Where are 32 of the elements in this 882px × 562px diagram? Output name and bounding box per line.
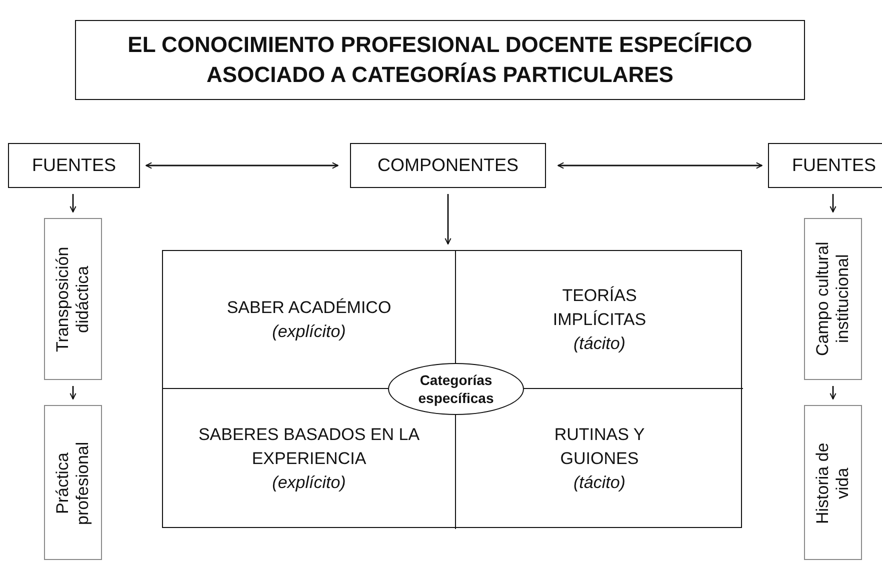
arrow [70, 194, 76, 212]
arrow [146, 162, 338, 169]
title: EL CONOCIMIENTO PROFESIONAL DOCENTE ESPECÍFICO ASOCIADO A CATEGORÍAS PARTICULARES [126, 31, 754, 89]
source-box [44, 405, 102, 560]
type-note: (explícito) [272, 472, 346, 494]
arrow [444, 194, 452, 244]
source-box [804, 218, 862, 380]
vertical-label: Historia de vida [813, 440, 853, 526]
vertical-label: Campo cultural institucional [813, 240, 853, 358]
arrow [558, 162, 762, 169]
label-box [768, 143, 882, 188]
source-box [44, 218, 102, 380]
arrow [70, 386, 76, 400]
box-label: FUENTES [792, 155, 876, 176]
type-note: (explícito) [272, 320, 346, 342]
label-box [8, 143, 140, 188]
vertical-label: Práctica profesional [53, 440, 93, 526]
box-label: FUENTES [32, 155, 116, 176]
vertical-label: Transposición didáctica [53, 245, 93, 354]
label-box [350, 143, 546, 188]
arrow [830, 194, 836, 212]
category-label: SABERES BASADOS EN LA EXPERIENCIA [197, 424, 421, 470]
type-note: (tácito) [574, 472, 626, 494]
category-label: TEORÍAS IMPLÍCITAS [552, 284, 648, 330]
category-label: RUTINAS Y GUIONES [553, 424, 646, 470]
category-label: SABER ACADÉMICO [226, 296, 392, 318]
box-label: COMPONENTES [377, 155, 518, 176]
source-box [804, 405, 862, 560]
type-note: (tácito) [574, 332, 626, 354]
center-label: Categorías específicas [417, 371, 495, 407]
arrow [830, 386, 836, 400]
quadrant-grid [162, 250, 742, 528]
